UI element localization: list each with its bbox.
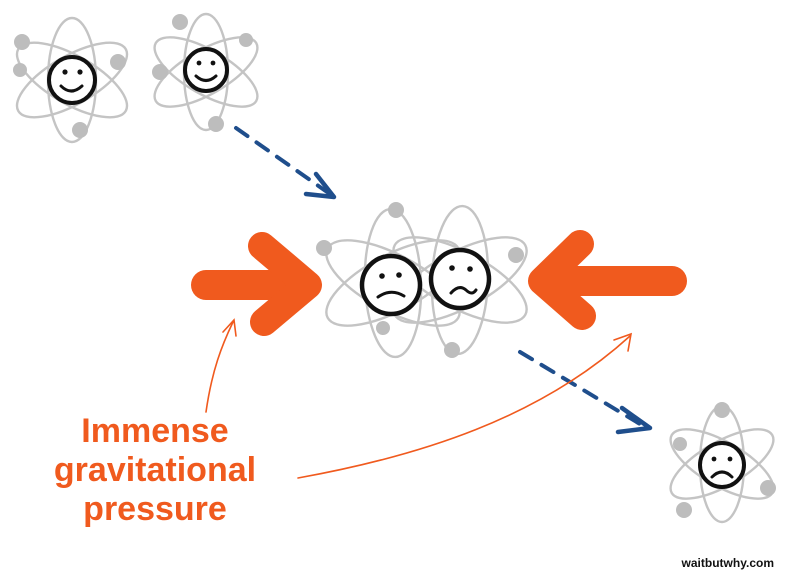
pressure-caption: Immense gravitational pressure: [30, 412, 280, 529]
atom-happy-left: [13, 16, 129, 144]
grimace-face-icon: [428, 247, 492, 311]
happy-face-icon: [183, 47, 229, 93]
atom-icon: [325, 204, 528, 359]
sad-face-icon: [698, 441, 746, 489]
atom-sad: [669, 402, 776, 524]
electron-icon: [673, 402, 776, 518]
electron-icon: [13, 34, 126, 138]
happy-face-icon: [47, 55, 97, 105]
dashed-path-arrow-icon: [234, 126, 337, 200]
electron-icon: [316, 202, 524, 358]
pressure-arrow-left-icon: [528, 230, 687, 330]
worried-face-icon: [359, 253, 423, 317]
caption-pointer-lines: [205, 318, 633, 479]
site-credit: waitbutwhy.com: [681, 556, 774, 570]
caption-line-3: pressure: [83, 490, 227, 528]
caption-line-2: gravitational: [53, 451, 257, 489]
electron-icon: [152, 14, 253, 132]
atom-happy-right: [152, 12, 259, 132]
pressure-arrow-right-icon: [191, 232, 322, 336]
dashed-path-arrow-icon: [518, 350, 653, 435]
caption-line-1: Immense: [81, 412, 229, 450]
atom-fusing-pair: [316, 202, 528, 359]
